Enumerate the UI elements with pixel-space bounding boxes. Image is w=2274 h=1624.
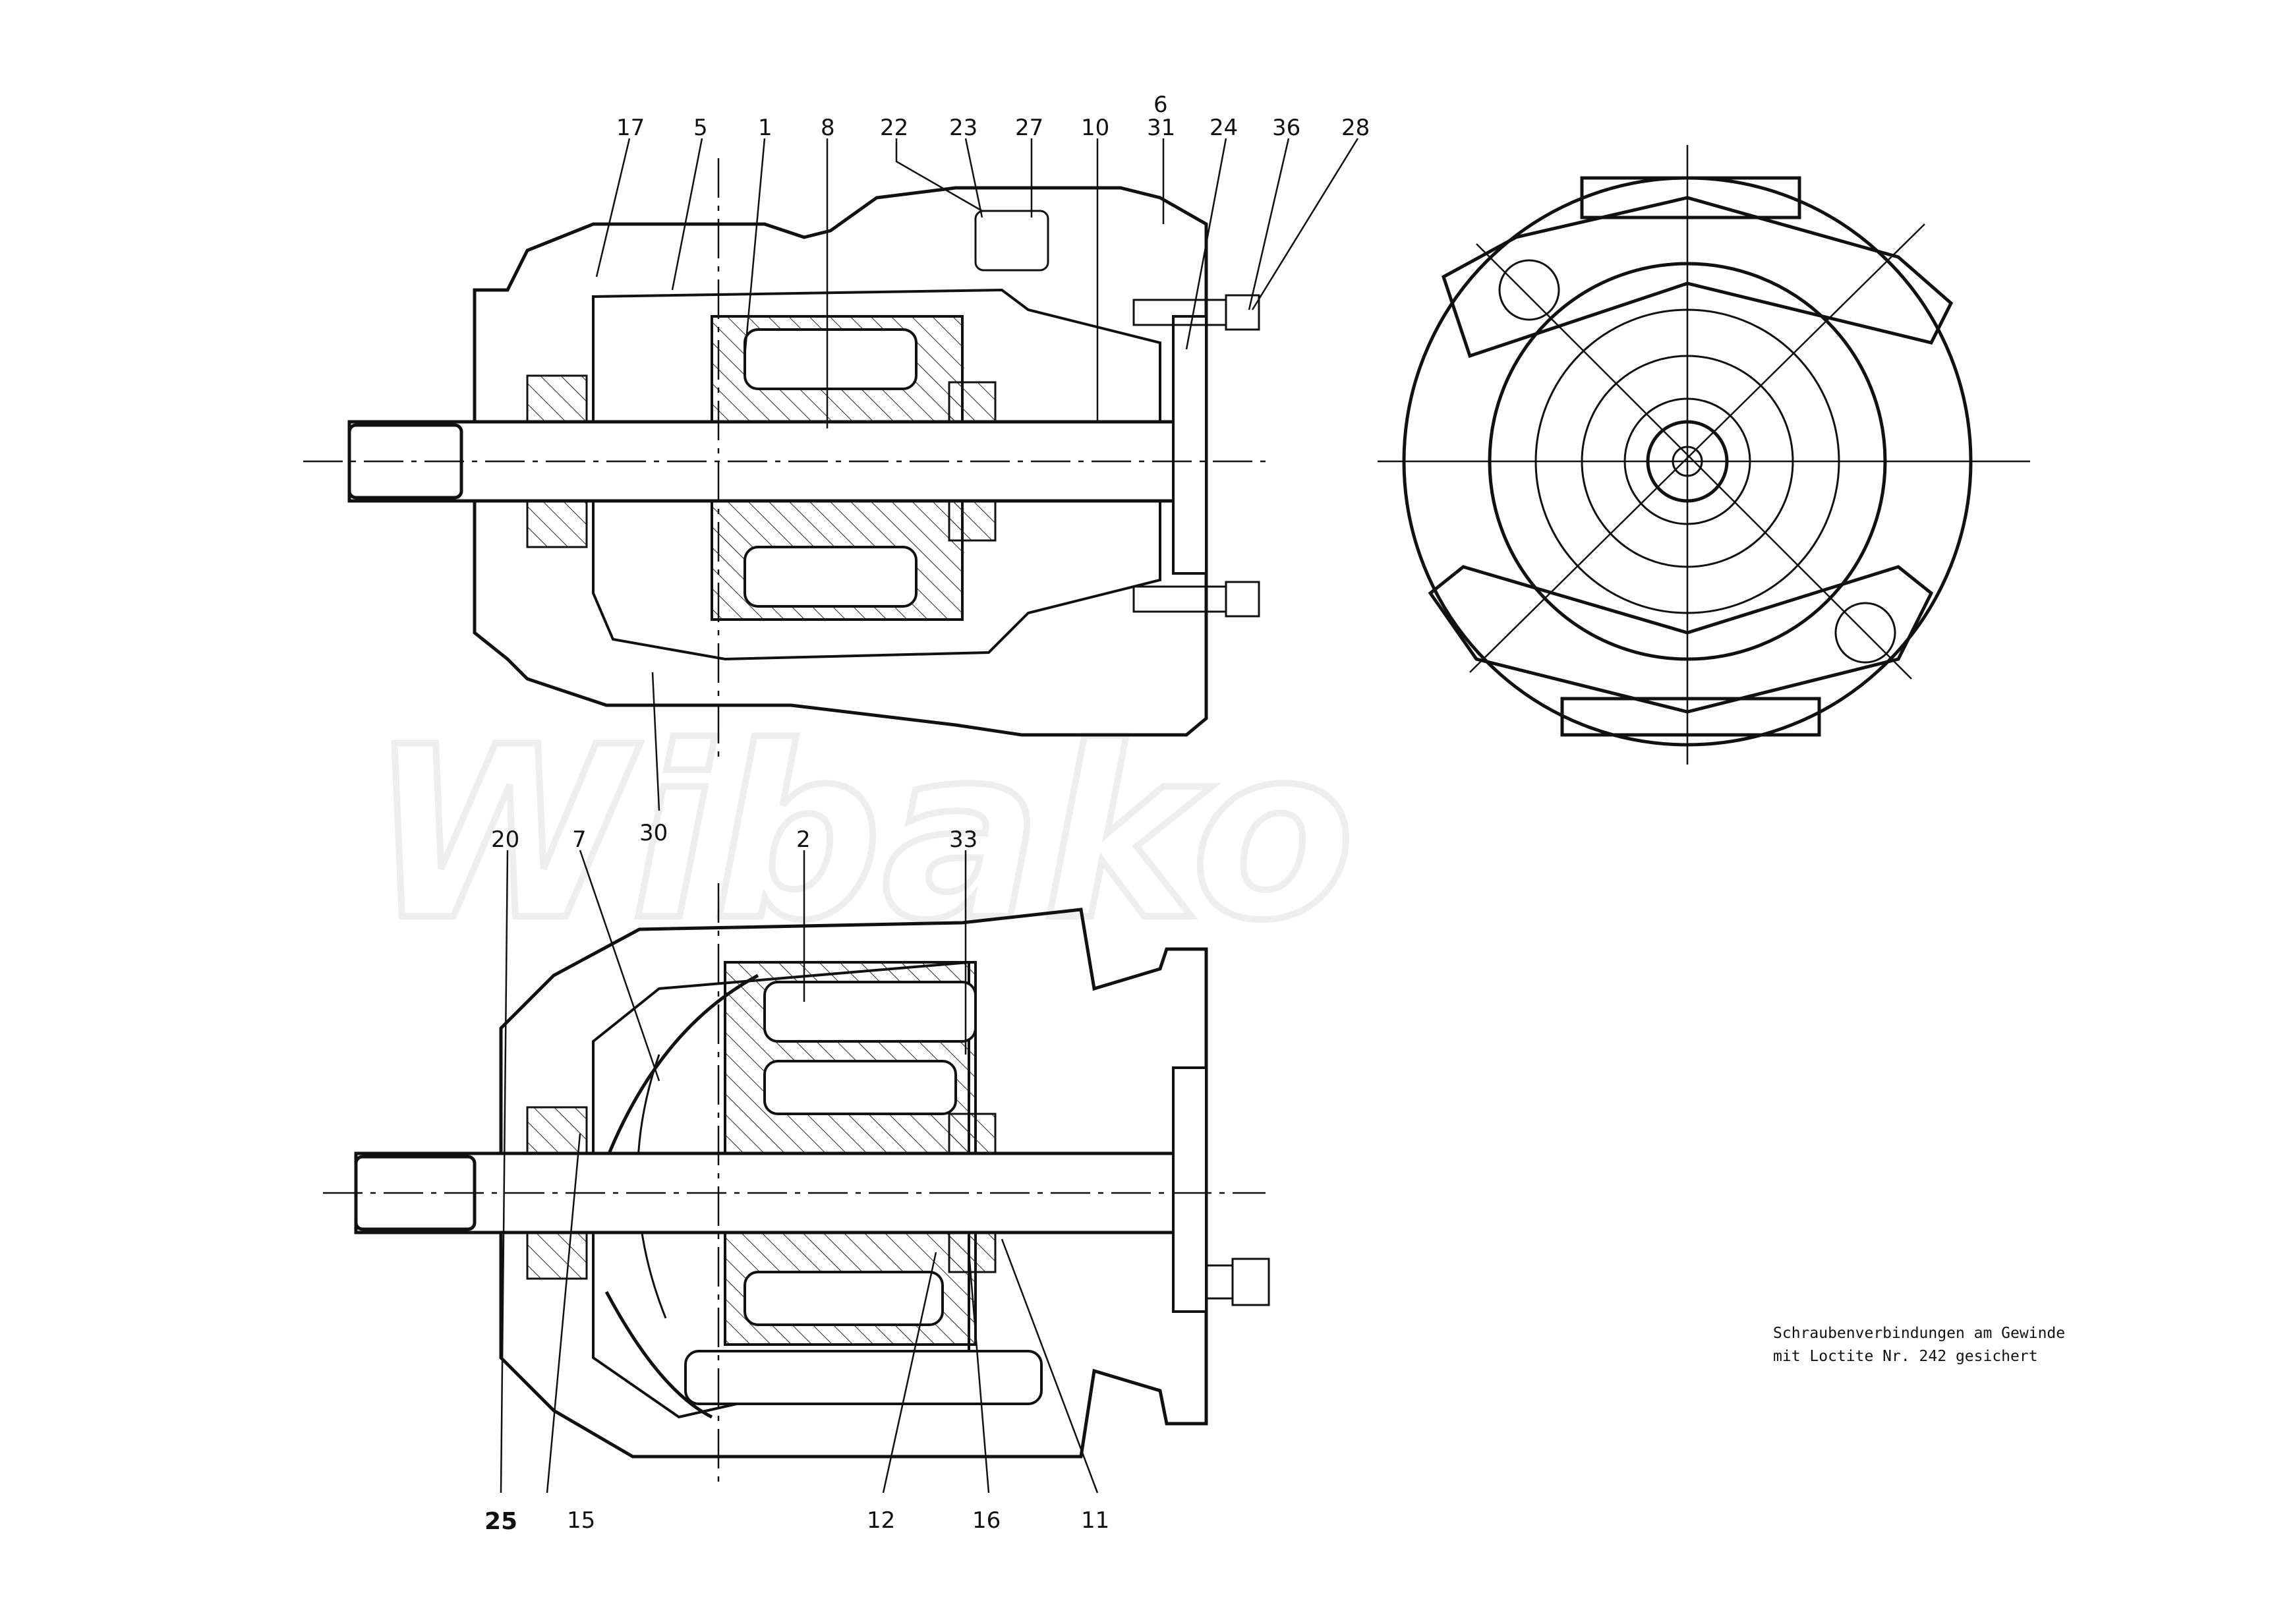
callout-22: 22 <box>880 115 908 141</box>
callout-36: 36 <box>1272 115 1300 141</box>
callout-12: 12 <box>867 1507 895 1534</box>
callout-17: 17 <box>616 115 645 141</box>
callout-15: 15 <box>567 1507 595 1534</box>
callouts-bottom: 20 7 2 33 25 15 12 16 11 <box>484 826 1109 1535</box>
callout-31: 31 <box>1147 115 1175 141</box>
callout-28: 28 <box>1341 115 1370 141</box>
callout-27: 27 <box>1015 115 1043 141</box>
callout-30: 30 <box>639 820 668 846</box>
bottom-section-view <box>323 883 1270 1490</box>
note-line-1: Schraubenverbindungen am Gewinde <box>1773 1325 2065 1342</box>
callout-10: 10 <box>1081 115 1109 141</box>
watermark: Wibako <box>369 696 1355 972</box>
callout-6: 6 <box>1153 92 1168 118</box>
callout-25: 25 <box>484 1508 517 1535</box>
assembly-note: Schraubenverbindungen am Gewinde mit Loc… <box>1773 1325 2065 1365</box>
note-line-2: mit Loctite Nr. 242 gesichert <box>1773 1348 2038 1365</box>
callout-2: 2 <box>796 826 811 853</box>
callout-5: 5 <box>693 115 708 141</box>
leader-lines <box>500 138 1359 1494</box>
callout-8: 8 <box>821 115 835 141</box>
top-section-view <box>303 158 1272 758</box>
callout-11: 11 <box>1081 1507 1109 1534</box>
callout-1: 1 <box>758 115 773 141</box>
callout-7: 7 <box>572 826 587 853</box>
callout-23: 23 <box>949 115 977 141</box>
callout-16: 16 <box>972 1507 1001 1534</box>
callout-20: 20 <box>491 826 519 853</box>
callouts-top: 17 5 1 8 22 23 27 10 6 31 24 36 28 30 <box>616 92 1370 846</box>
callout-33: 33 <box>949 826 977 853</box>
callout-24: 24 <box>1210 115 1238 141</box>
end-view <box>1378 145 2030 765</box>
